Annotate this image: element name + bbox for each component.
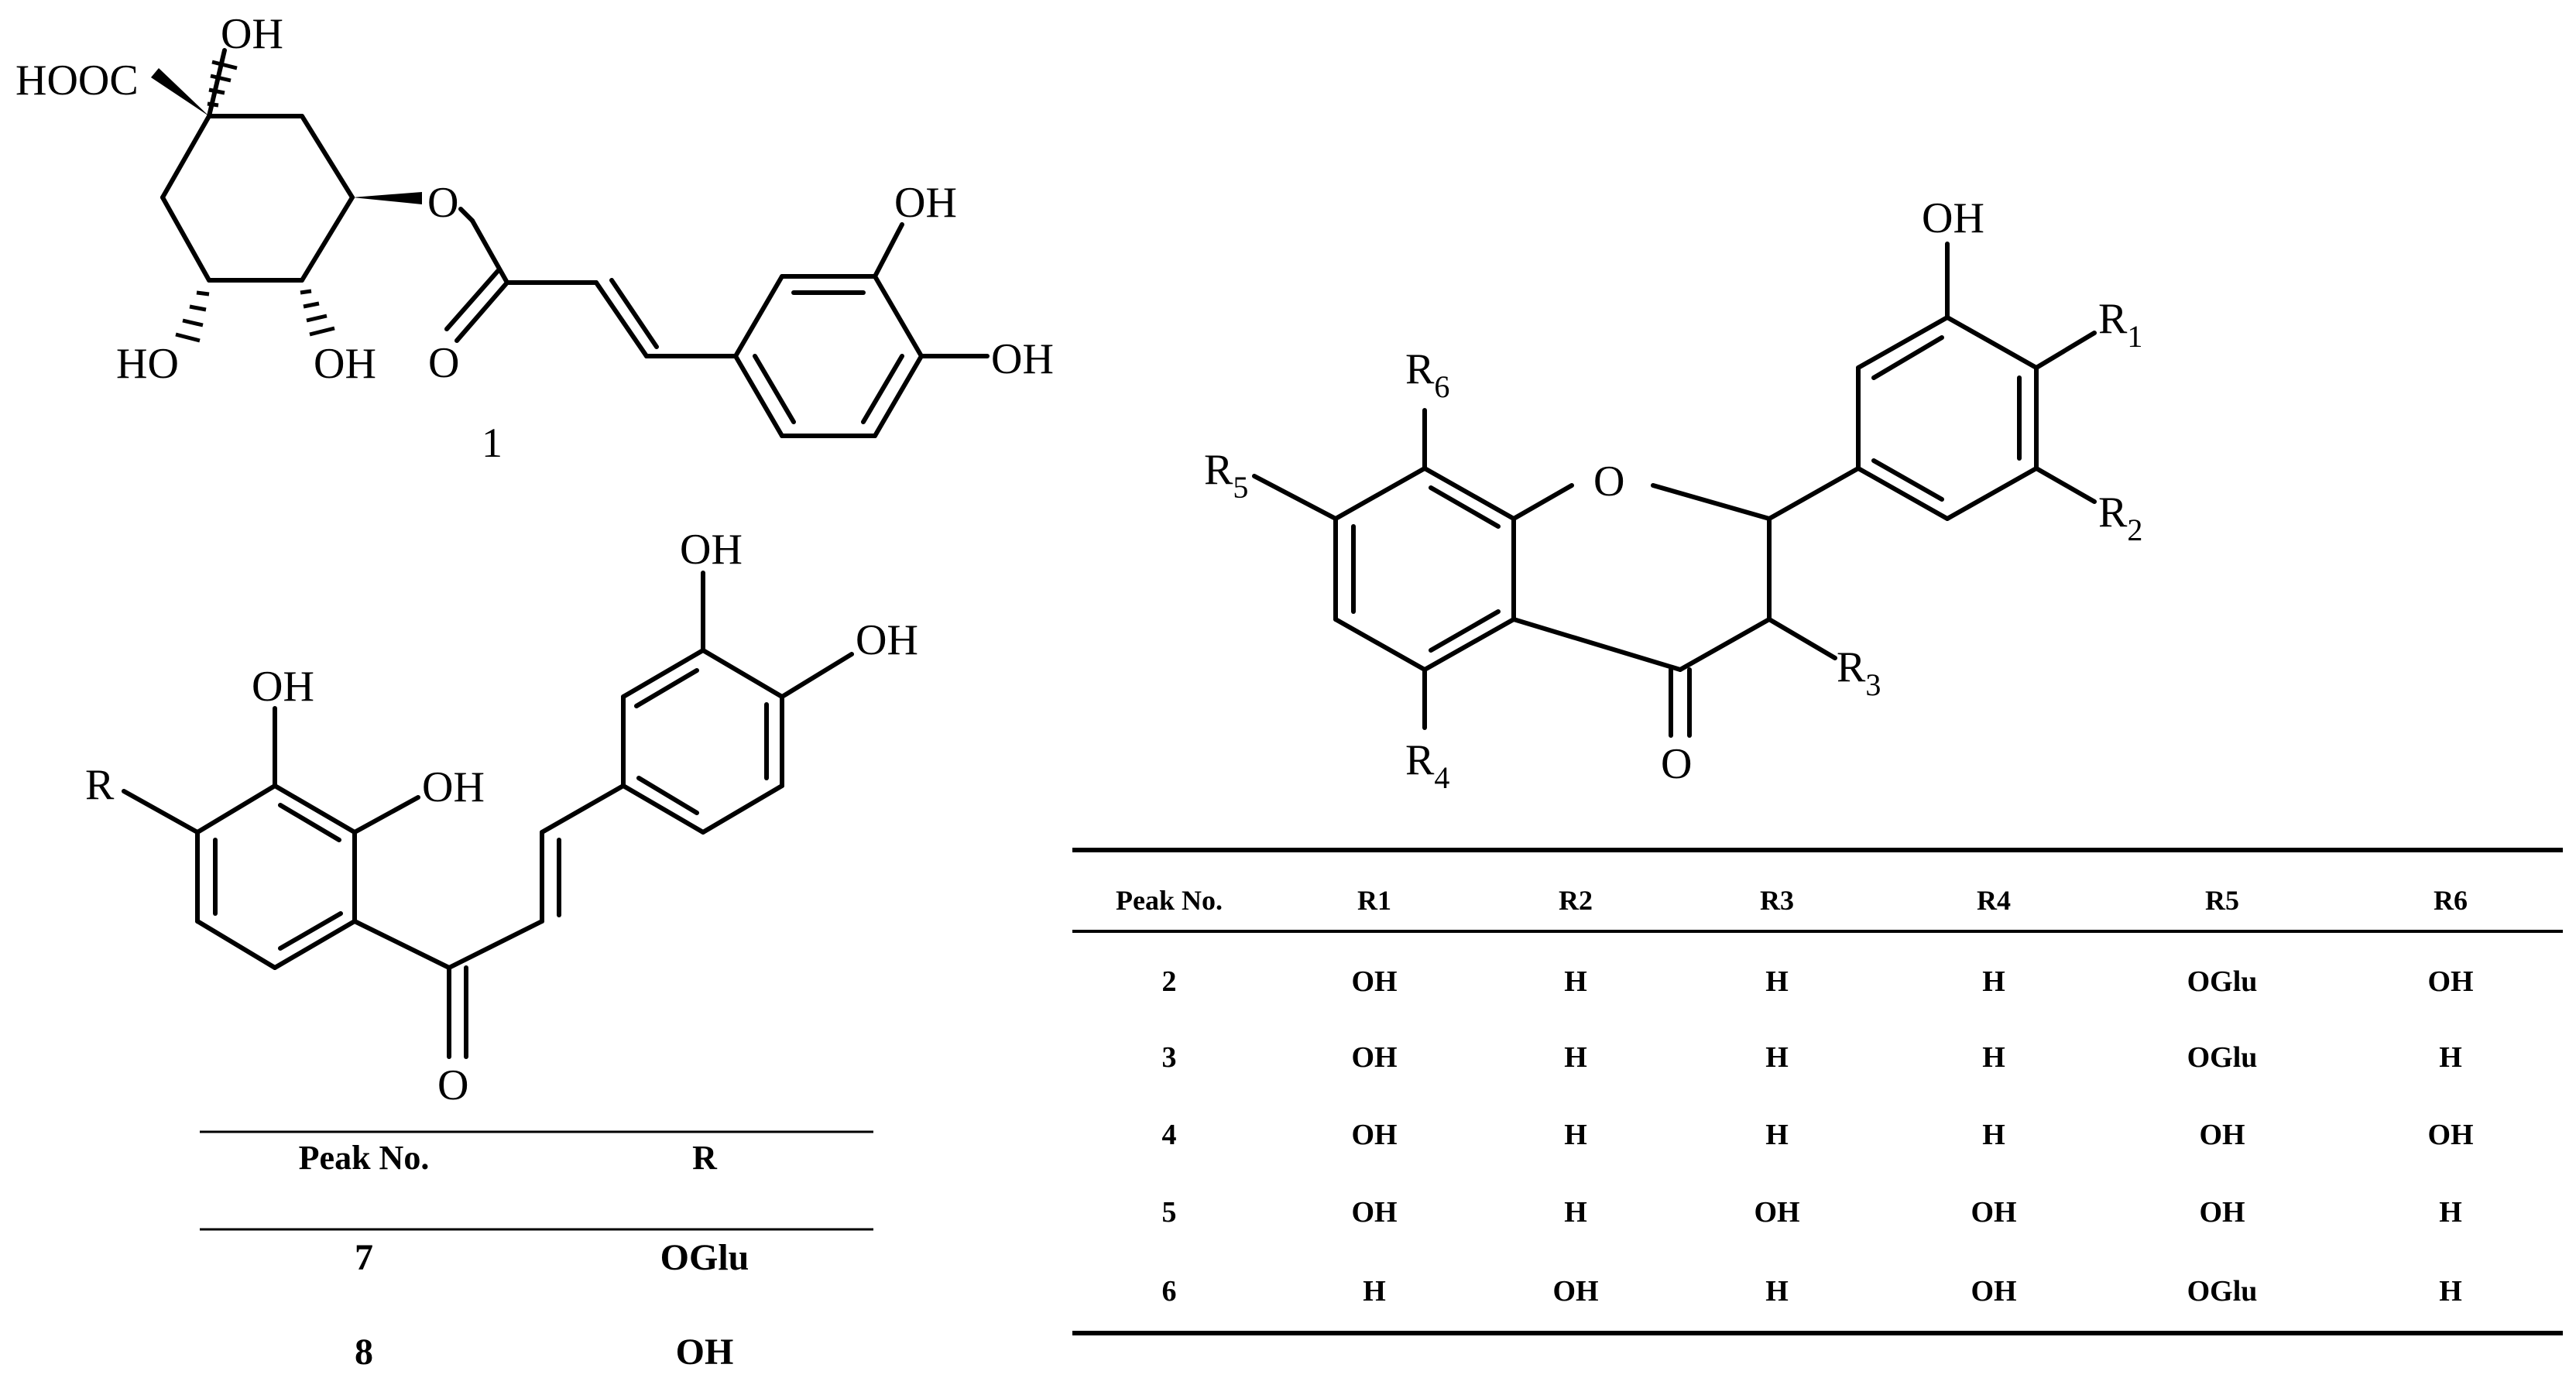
- compound-1-ester-o-label: O: [427, 179, 458, 227]
- flavanone-table-cell-r3-c3: H: [1765, 1119, 1789, 1151]
- flavanone-table-cell-r2-c0: 3: [1162, 1041, 1177, 1074]
- flavanone-table-cell-r5-c5: OGlu: [2187, 1275, 2258, 1308]
- flavanone-table-cell-r3-c2: H: [1564, 1119, 1587, 1151]
- compound-1-carbonyl-o-label: O: [428, 339, 459, 387]
- chalcone-table-header-peak: Peak No.: [299, 1139, 430, 1177]
- flavanone-table-header-1: R1: [1357, 885, 1391, 916]
- flavanone-ring-o-label: O: [1593, 458, 1624, 506]
- flavanone-table-cell-r2-c5: OGlu: [2187, 1041, 2258, 1074]
- flavanone-table-cell-r2-c6: H: [2439, 1041, 2462, 1074]
- flavanone-table-header-5: R5: [2205, 885, 2239, 916]
- flavanone-table-cell-r5-c4: OH: [1971, 1275, 2016, 1308]
- chalcone-oh-c-label: OH: [680, 526, 743, 574]
- chalcone-table-row-1-r: OGlu: [660, 1237, 749, 1278]
- compound-1-oh-mid-label: OH: [314, 340, 376, 388]
- flavanone-table-cell-r2-c1: OH: [1351, 1041, 1397, 1074]
- flavanone-table-cell-r1-c5: OGlu: [2187, 965, 2258, 998]
- flavanone-table-cell-r5-c2: OH: [1552, 1275, 1598, 1308]
- flavanone-table-cell-r4-c0: 5: [1162, 1196, 1177, 1229]
- compound-1-hash-oh-top: [207, 60, 238, 108]
- compound-1-hash-ho-left: [175, 290, 210, 343]
- chalcone-carbonyl-o-label: O: [437, 1061, 468, 1109]
- flavanone-table-cell-r5-c1: H: [1363, 1275, 1386, 1308]
- compound-1-wedge-cooh: [151, 68, 209, 116]
- flavanone-table-cell-r2-c3: H: [1765, 1041, 1789, 1074]
- flavanone-r1-label: R1: [2098, 295, 2142, 354]
- chalcone-r-label: R: [85, 761, 115, 809]
- flavanone-table-header-3: R3: [1760, 885, 1794, 916]
- chalcone-oh-a-label: OH: [252, 663, 314, 711]
- flavanone-table-cell-r4-c6: H: [2439, 1196, 2462, 1229]
- compound-1-hash-oh-mid: [300, 289, 335, 337]
- chalcone-oh-d-label: OH: [856, 616, 918, 664]
- flavanone-table-cell-r3-c4: H: [1982, 1119, 2005, 1151]
- flavanone-table-cell-r5-c0: 6: [1162, 1275, 1177, 1308]
- compound-1-bonds: [160, 48, 990, 438]
- flavanone-carbonyl-o-label: O: [1661, 740, 1692, 788]
- compound-1-number: 1: [482, 420, 503, 466]
- flavanone-table-cell-r2-c4: H: [1982, 1041, 2005, 1074]
- flavanone-table-cell-r4-c4: OH: [1971, 1196, 2016, 1229]
- flavanone-table-cell-r3-c6: OH: [2427, 1119, 2473, 1151]
- flavanone-table-cell-r1-c4: H: [1982, 965, 2005, 998]
- flavanone-structure: O O OH R1 R2 R3 R4 R5 R6: [1204, 194, 2142, 795]
- flavanone-bonds: [1252, 242, 2097, 738]
- compound-1-wedge-ester: [352, 192, 422, 204]
- flavanone-table-cell-r1-c0: 2: [1162, 965, 1177, 998]
- flavanone-table-header: Peak No. R1 R2 R3 R4 R5 R6: [1116, 885, 2468, 916]
- flavanone-r4-label: R4: [1405, 736, 1449, 795]
- flavanone-table-header-4: R4: [1977, 885, 2011, 916]
- chalcone-oh-b-label: OH: [422, 763, 485, 811]
- compound-1-structure: HOOC OH O O HO OH OH OH 1: [15, 10, 1054, 466]
- flavanone-table-cell-r5-c3: H: [1765, 1275, 1789, 1308]
- flavanone-table-cell-r1-c2: H: [1564, 965, 1587, 998]
- flavanone-table-cell-r4-c3: OH: [1754, 1196, 1799, 1229]
- flavanone-oh-top-label: OH: [1922, 194, 1984, 242]
- flavanone-table-cell-r4-c2: H: [1564, 1196, 1587, 1229]
- compound-1-ho-left-label: HO: [116, 340, 179, 388]
- flavanone-table-cell-r4-c1: OH: [1351, 1196, 1397, 1229]
- chalcone-structure: R OH OH OH OH O: [85, 526, 918, 1109]
- flavanone-r5-label: R5: [1204, 446, 1248, 505]
- chalcone-table-row-2-peak: 8: [355, 1332, 373, 1373]
- compound-1-ar-oh-3-label: OH: [894, 179, 957, 227]
- flavanone-table-header-2: R2: [1559, 885, 1593, 916]
- flavanone-r3-label: R3: [1837, 643, 1881, 702]
- compound-1-ar-oh-4-label: OH: [991, 335, 1054, 383]
- flavanone-table-cell-r3-c1: OH: [1351, 1119, 1397, 1151]
- flavanone-table-cell-r3-c0: 4: [1162, 1119, 1177, 1151]
- flavanone-table-cell-r1-c1: OH: [1351, 965, 1397, 998]
- chalcone-table-row-2-r: OH: [676, 1332, 734, 1373]
- chalcone-table-header-r: R: [692, 1139, 718, 1177]
- flavanone-table-cell-r5-c6: H: [2439, 1275, 2462, 1308]
- flavanone-table-header-0: Peak No.: [1116, 885, 1223, 916]
- chalcone-table-row-1-peak: 7: [355, 1237, 373, 1278]
- flavanone-r2-label: R2: [2098, 488, 2142, 547]
- flavanone-table-cell-r3-c5: OH: [2199, 1119, 2245, 1151]
- flavanone-table-header-6: R6: [2434, 885, 2468, 916]
- compound-1-cooh-label: HOOC: [15, 57, 139, 105]
- flavanone-table-cell-r1-c6: OH: [2427, 965, 2473, 998]
- flavanone-table-cell-r4-c5: OH: [2199, 1196, 2245, 1229]
- chalcone-table: Peak No. R 7 OGlu 8 OH: [200, 1130, 873, 1373]
- compound-1-oh-top-label: OH: [221, 10, 283, 58]
- flavanone-r6-label: R6: [1405, 345, 1449, 404]
- chalcone-bonds: [122, 571, 854, 1059]
- flavanone-table-cell-r1-c3: H: [1765, 965, 1789, 998]
- flavanone-table-cell-r2-c2: H: [1564, 1041, 1587, 1074]
